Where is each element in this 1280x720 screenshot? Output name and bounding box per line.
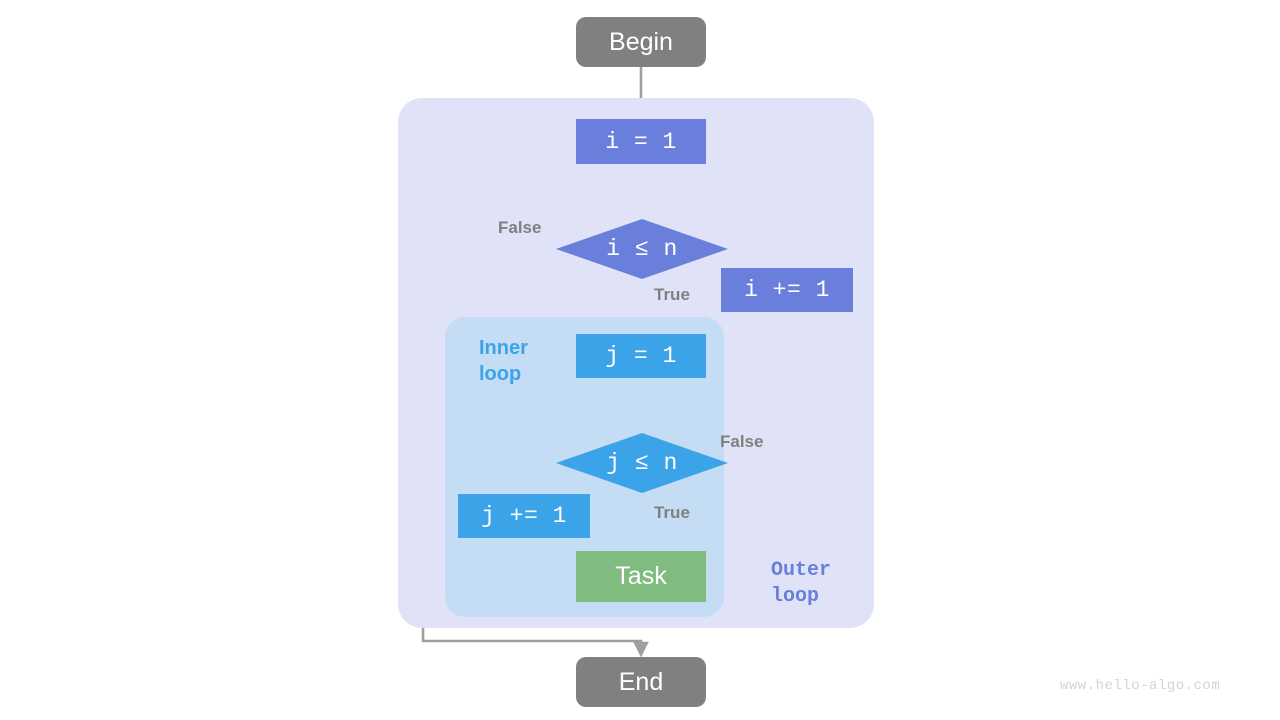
node-end[interactable]: End [576,657,706,707]
node-i-increment[interactable]: i += 1 [721,268,853,312]
outer-loop-label: Outer loop [771,559,832,608]
inner-loop-label: Inner loop [479,337,528,385]
node-begin[interactable]: Begin [576,17,706,67]
node-j-init[interactable]: j = 1 [576,334,706,378]
node-j-increment[interactable]: j += 1 [458,494,590,538]
node-task[interactable]: Task [576,551,706,602]
site-watermark: www.hello-algo.com [1060,678,1221,694]
edge-label-i-false: False [498,218,542,237]
edge-label-i-true: True [654,285,690,304]
node-i-init[interactable]: i = 1 [576,119,706,164]
edge-label-j-true: True [654,503,690,522]
edge-label-j-false: False [720,432,764,451]
